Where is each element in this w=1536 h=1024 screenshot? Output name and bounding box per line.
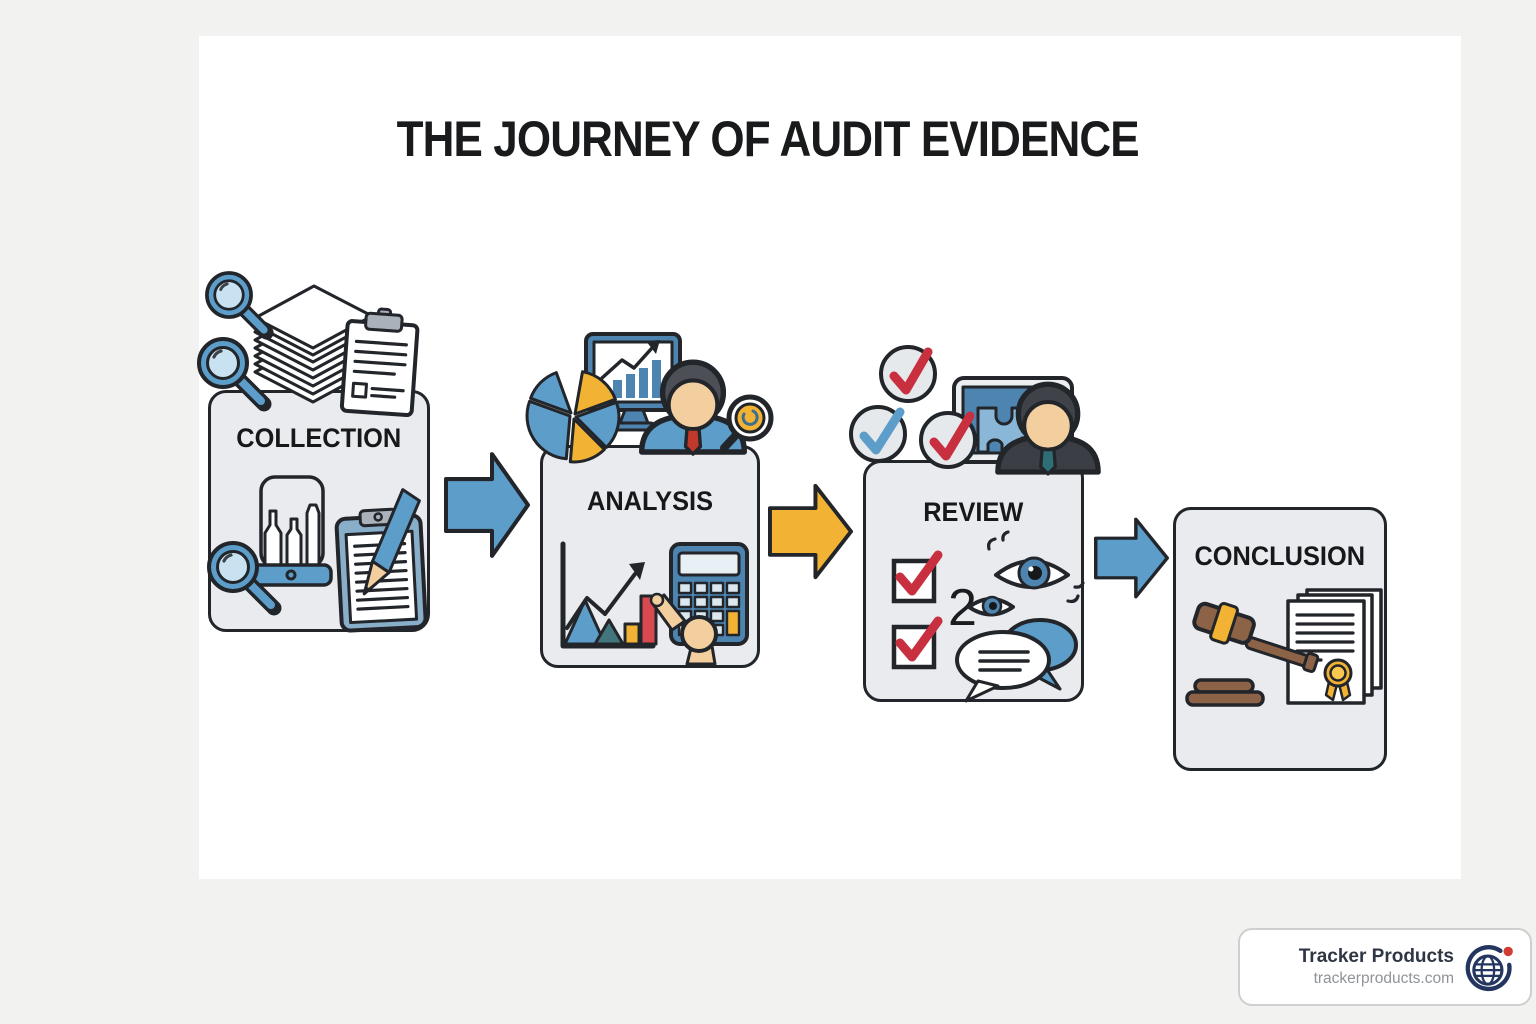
stage-card-analysis: ANALYSIS — [540, 445, 760, 668]
stage-label-collection: COLLECTION — [236, 423, 402, 453]
title-bar: THE JOURNEY OF AUDIT EVIDENCE — [0, 110, 1536, 168]
check-circle-icon — [879, 345, 937, 403]
stage-label-conclusion: CONCLUSION — [1194, 541, 1366, 571]
growth-chart-icon — [560, 541, 658, 649]
coin-magnifier-icon — [720, 394, 774, 452]
check-circle-icon — [849, 405, 907, 463]
arrow-analysis-to-review — [768, 483, 853, 580]
analysis-inner-icons — [560, 541, 749, 666]
collection-inner-icons — [211, 475, 428, 633]
review-top-icons — [849, 345, 1102, 480]
arrow-collection-to-analysis — [444, 450, 530, 560]
clipboard-pencil-icon — [334, 488, 428, 633]
conclusion-inner-icons — [1185, 588, 1383, 707]
checkbox-icon — [891, 616, 943, 670]
eyes-icon — [967, 530, 1085, 617]
stage-card-review: REVIEW 2 — [863, 460, 1085, 703]
checkbox-icon — [891, 550, 943, 604]
evidence-vials-rack-icon — [247, 475, 333, 587]
stage-label-review: REVIEW — [923, 497, 1024, 527]
stage-card-conclusion: CONCLUSION — [1173, 507, 1387, 771]
pie-chart-icon — [525, 370, 621, 464]
vendor-name: Tracker Products — [1298, 946, 1454, 968]
speech-bubbles-icon — [955, 618, 1078, 703]
analysis-top-icons — [525, 332, 774, 464]
stage-label-analysis: ANALYSIS — [586, 486, 713, 516]
page-title: THE JOURNEY OF AUDIT EVIDENCE — [396, 111, 1140, 167]
gavel-icon — [1185, 601, 1320, 707]
arrow-review-to-conclusion — [1093, 517, 1170, 599]
vendor-badge: Tracker Products trackerproducts.com — [1238, 928, 1532, 1006]
check-circle-icon — [919, 411, 977, 469]
globe-swoosh-logo-icon — [1465, 945, 1513, 992]
pointing-hand-icon — [649, 592, 718, 666]
collection-top-icons — [193, 243, 420, 418]
vendor-website: trackerproducts.com — [1313, 970, 1454, 988]
clipboard-report-icon — [339, 307, 420, 418]
pencil-icon — [362, 488, 421, 596]
stage-card-collection: COLLECTION — [208, 390, 430, 633]
certified-documents-icon — [1286, 588, 1383, 705]
gold-seal-icon — [1323, 658, 1353, 702]
review-inner-icons: 2 — [891, 530, 1085, 703]
magnifying-glass-icon — [207, 273, 267, 333]
